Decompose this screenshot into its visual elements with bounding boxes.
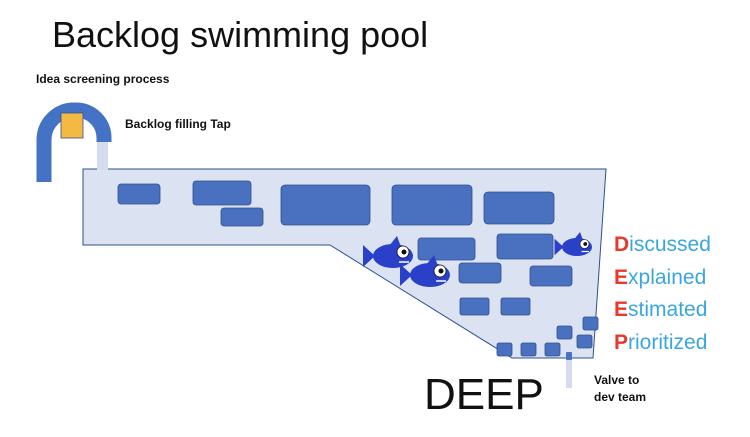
deep-word-rest: rioritized (628, 330, 708, 354)
backlog-item (280, 184, 371, 226)
backlog-item (458, 262, 502, 284)
fish-icon (400, 255, 450, 287)
backlog-item (220, 207, 264, 227)
deep-item-discussed: Discussed (614, 229, 711, 262)
backlog-item (496, 342, 513, 357)
deep-heading: DEEP (424, 370, 544, 419)
idea-screening-label: Idea screening process (36, 72, 170, 86)
page-title: Backlog swimming pool (52, 14, 429, 55)
backlog-item (556, 325, 573, 340)
backlog-item (582, 316, 599, 331)
backlog-item (459, 297, 490, 316)
deep-letter: E (614, 298, 629, 321)
deep-item-estimated: Estimated (614, 294, 711, 327)
fish-icon (554, 232, 592, 256)
backlog-item (500, 297, 531, 316)
valve-label-line1: Valve to (594, 373, 640, 387)
backlog-item (544, 342, 561, 357)
backlog-item (192, 180, 252, 206)
backlog-item (520, 342, 537, 357)
backlog-item (391, 184, 473, 226)
backlog-item (496, 233, 554, 260)
valve-icon (566, 352, 572, 360)
deep-item-explained: Explained (614, 262, 711, 295)
backlog-item (117, 183, 161, 205)
valve-outflow (566, 358, 572, 388)
backlog-items (117, 180, 599, 357)
deep-letter: D (614, 233, 630, 256)
tap-water-stream (97, 140, 108, 170)
valve-label-line2: dev team (594, 390, 647, 404)
backlog-item (576, 334, 593, 349)
backlog-item (483, 191, 555, 225)
backlog-item (417, 237, 476, 261)
filling-tap-label: Backlog filling Tap (125, 117, 231, 131)
deep-word-rest: iscussed (629, 233, 711, 256)
pipe-icon (36, 102, 112, 182)
deep-letter: E (614, 265, 629, 289)
deep-word-rest: stimated (628, 298, 708, 321)
fish-icon (363, 236, 413, 268)
valve-label: Valve to dev team (594, 372, 646, 406)
tap-icon (60, 112, 84, 139)
deep-word-rest: xplained (628, 265, 707, 289)
backlog-item (529, 265, 573, 287)
deep-letter: P (614, 330, 629, 354)
deep-item-prioritized: Prioritized (614, 327, 711, 360)
deep-acronym-list: Discussed Explained Estimated Prioritize… (614, 229, 711, 359)
